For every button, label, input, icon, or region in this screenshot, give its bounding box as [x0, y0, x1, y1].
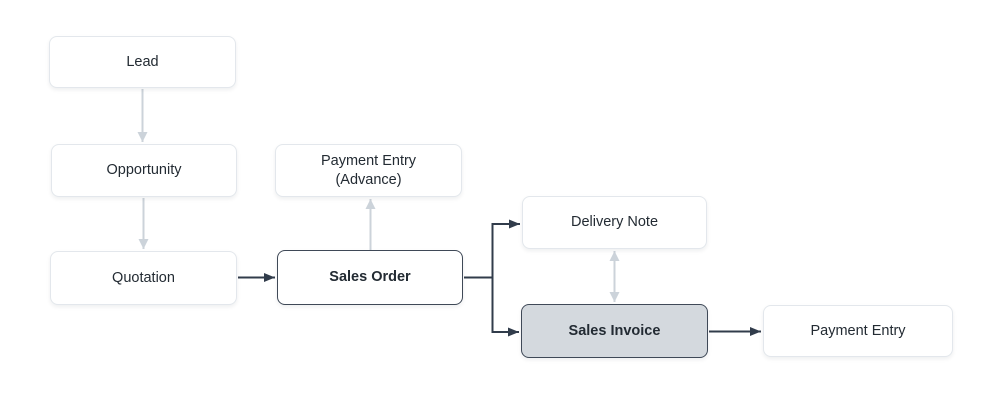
- node-opportunity: Opportunity: [51, 144, 237, 197]
- node-lead: Lead: [49, 36, 236, 88]
- node-opportunity-label: Opportunity: [106, 162, 182, 179]
- node-sales-invoice: Sales Invoice: [521, 304, 708, 358]
- edge-sales-order-branch-trunk: [464, 224, 494, 332]
- node-payment-entry-advance-label-line1: Payment Entry: [320, 153, 417, 170]
- node-payment-entry-advance: Payment Entry (Advance): [275, 144, 462, 197]
- node-sales-order-label: Sales Order: [329, 269, 411, 286]
- node-delivery-note-label: Delivery Note: [570, 214, 659, 231]
- node-payment-entry: Payment Entry: [763, 305, 953, 357]
- node-quotation-label: Quotation: [112, 269, 175, 286]
- node-delivery-note: Delivery Note: [522, 196, 707, 249]
- node-sales-invoice-label: Sales Invoice: [568, 322, 661, 339]
- node-sales-order: Sales Order: [277, 250, 463, 305]
- node-lead-label: Lead: [126, 53, 159, 70]
- node-payment-entry-advance-label-line2: (Advance): [335, 171, 402, 188]
- node-quotation: Quotation: [50, 251, 237, 305]
- node-payment-entry-label: Payment Entry: [810, 322, 906, 339]
